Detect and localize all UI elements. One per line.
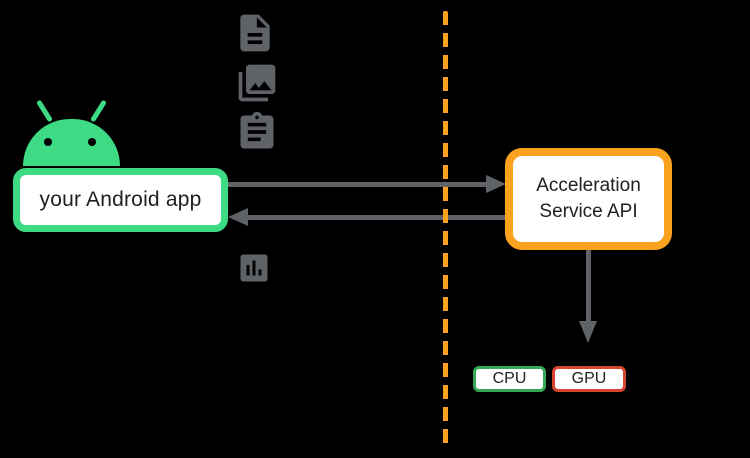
arrow-right-icon	[486, 175, 506, 193]
arrow-service-to-app-shaft	[246, 215, 505, 220]
service-label-line2: Service API	[539, 201, 638, 222]
arrow-service-to-hardware-shaft	[586, 250, 591, 322]
android-antenna-left	[36, 99, 53, 123]
android-head-icon	[23, 119, 120, 166]
android-eye-left	[44, 138, 52, 146]
clipboard-icon	[240, 111, 274, 149]
photo-library-icon	[238, 64, 276, 102]
cpu-chip: CPU	[473, 366, 546, 392]
cpu-label: CPU	[492, 370, 527, 387]
android-eye-right	[88, 138, 96, 146]
android-antenna-right	[90, 99, 107, 123]
bar-chart-icon	[240, 254, 268, 282]
arrow-left-icon	[228, 208, 248, 226]
acceleration-service-node: Acceleration Service API	[505, 148, 672, 250]
arrow-down-icon	[579, 321, 597, 343]
dashed-boundary-line	[443, 11, 448, 447]
android-app-node: your Android app	[13, 168, 228, 232]
gpu-chip: GPU	[552, 366, 626, 392]
android-app-label: your Android app	[39, 188, 202, 211]
service-label-line1: Acceleration	[536, 175, 641, 196]
document-icon	[240, 14, 270, 52]
gpu-label: GPU	[571, 370, 607, 387]
arrow-app-to-service-shaft	[228, 182, 488, 187]
